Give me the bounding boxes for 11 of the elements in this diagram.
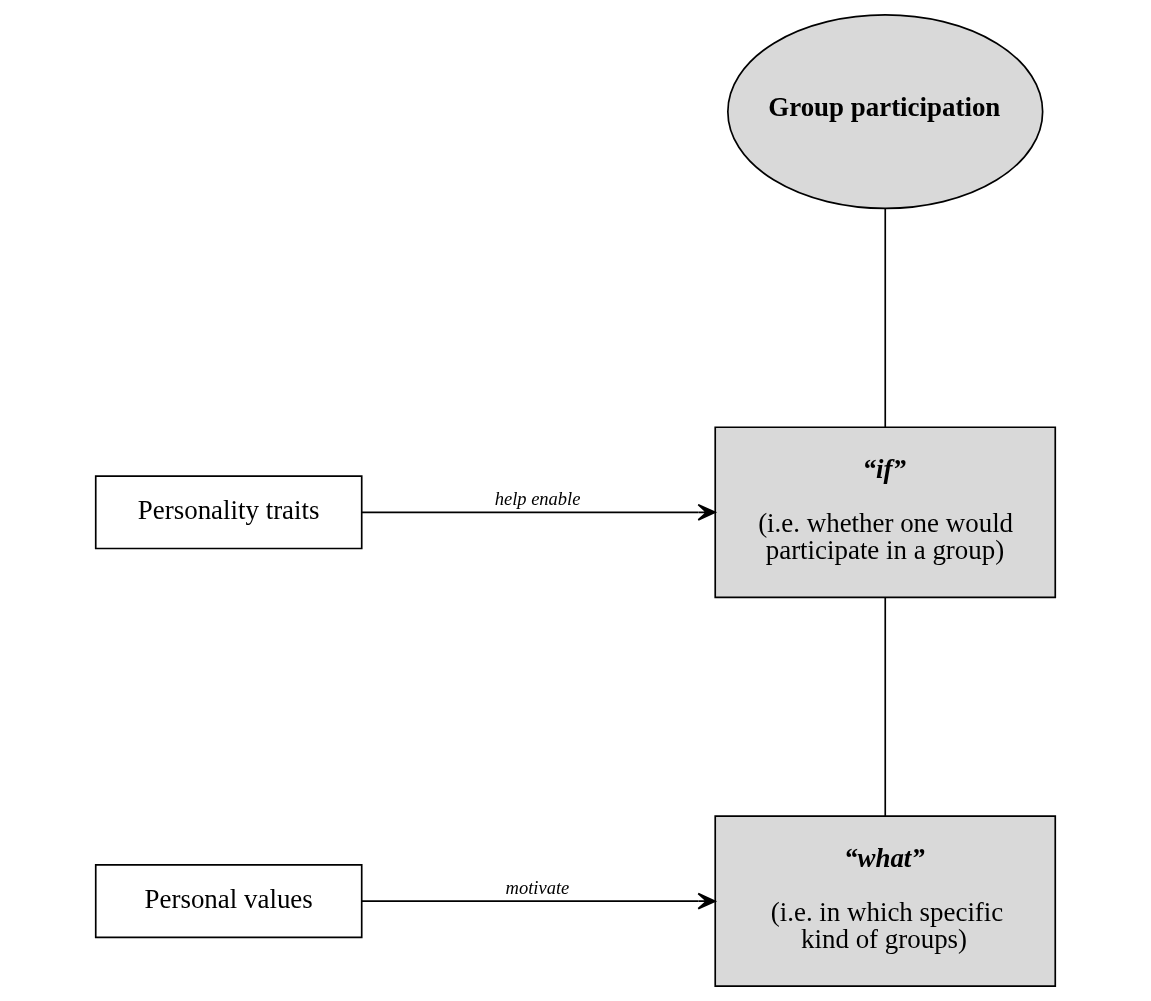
- edge-label: motivate: [505, 878, 570, 899]
- arrow: [360, 892, 716, 910]
- node-box: “if” (i.e. whether one would participate in a group): [714, 426, 1057, 599]
- connector: [884, 596, 887, 817]
- node-box: Personal values: [94, 864, 363, 939]
- node-box: Personality traits: [94, 475, 363, 550]
- connector: [884, 208, 887, 428]
- arrow: [360, 503, 716, 521]
- edge-label: help enable: [494, 489, 581, 510]
- node-ellipse: Group participation: [727, 14, 1044, 210]
- node-box: “what” (i.e. in which specific kind of groups): [714, 815, 1057, 987]
